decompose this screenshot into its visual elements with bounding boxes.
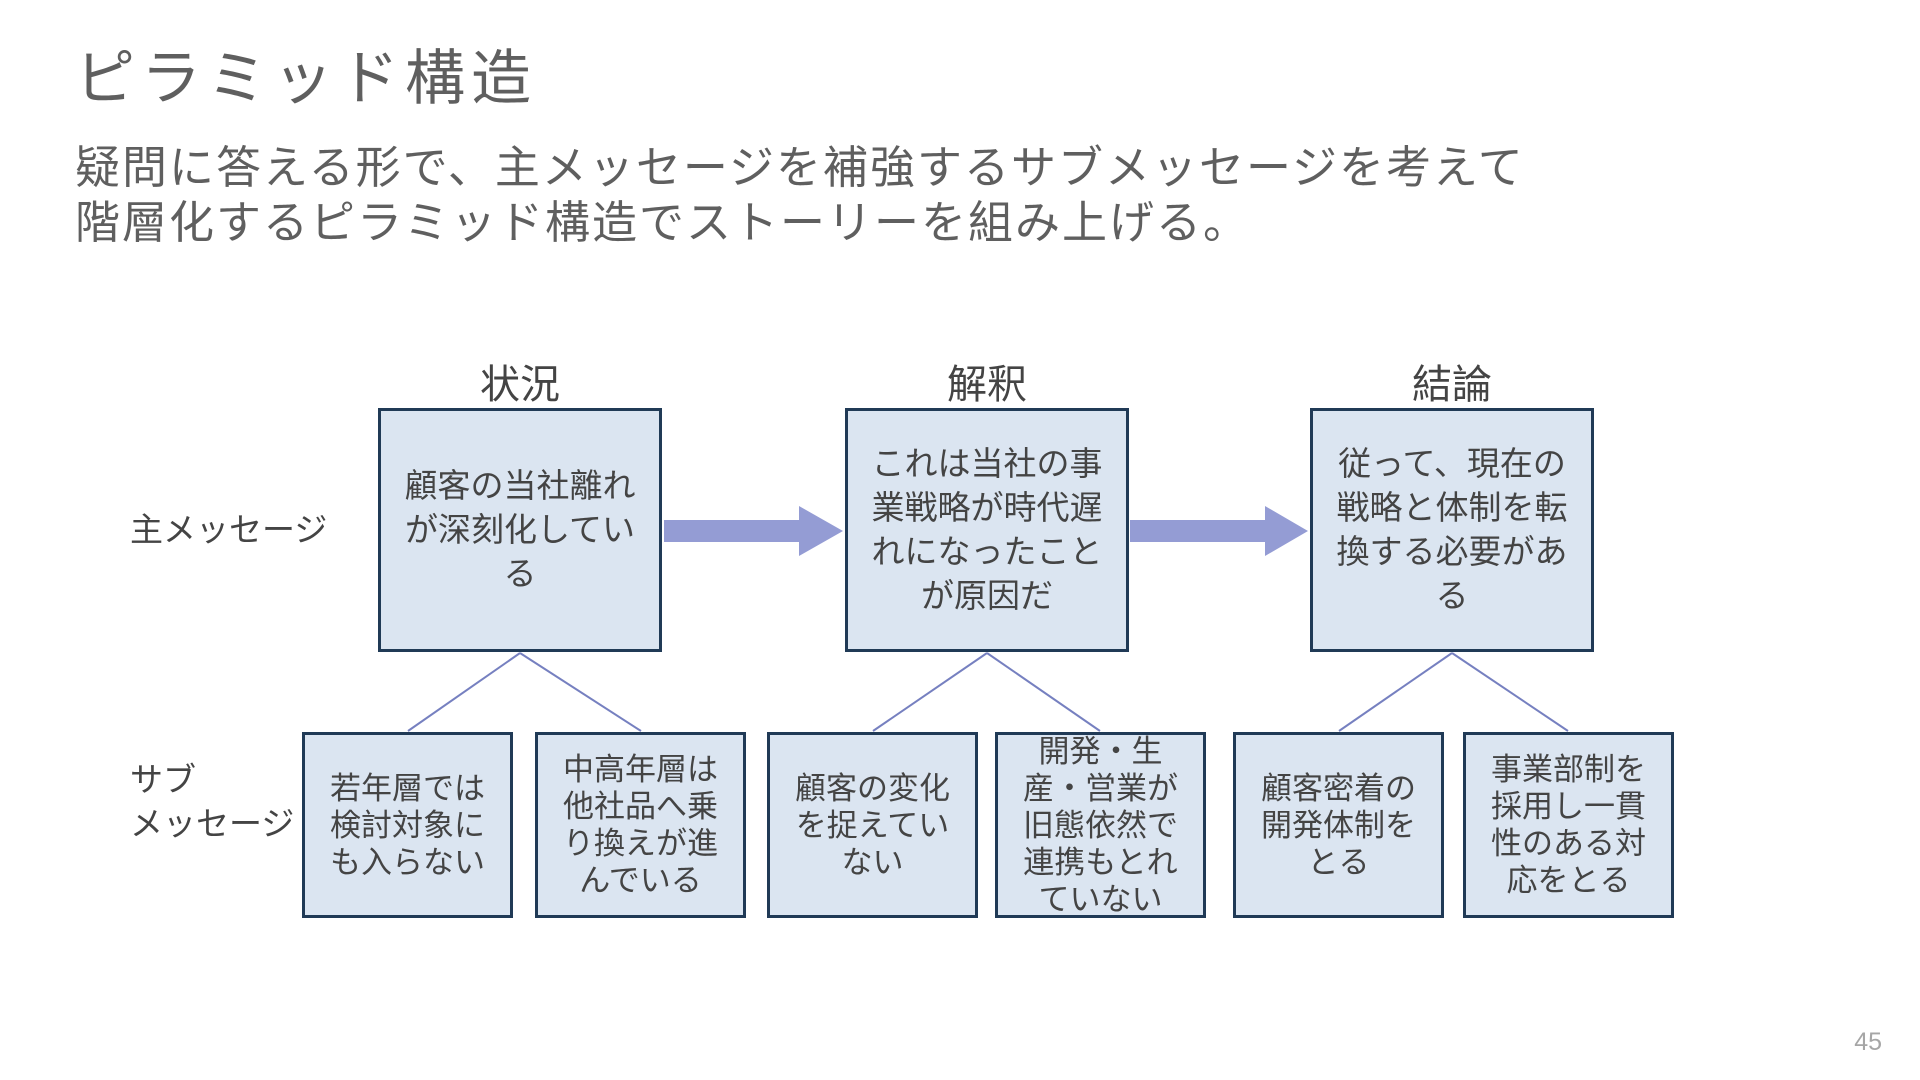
sub-box-4: 開発・生 産・営業が 旧態依然で 連携もとれ ていない xyxy=(995,732,1206,918)
arrow-interpretation-to-conclusion xyxy=(1130,506,1308,556)
main-box-interpretation: これは当社の事 業戦略が時代遅 れになったこと が原因だ xyxy=(845,408,1129,652)
connector-line xyxy=(1451,652,1569,732)
connector-line xyxy=(986,652,1101,732)
sub-box-6: 事業部制を 採用し一貫 性のある対 応をとる xyxy=(1463,732,1674,918)
slide-title: ピラミッド構造 xyxy=(75,45,537,112)
connector-line xyxy=(519,652,642,732)
connector-line xyxy=(1338,652,1453,732)
connector-line xyxy=(407,652,521,732)
row-label-sub-message: サブ メッセージ xyxy=(130,761,295,842)
column-header-conclusion: 結論 xyxy=(1412,363,1492,407)
connector-line xyxy=(872,652,988,732)
sub-box-1: 若年層では 検討対象に も入らない xyxy=(302,732,513,918)
page-number: 45 xyxy=(1854,1028,1882,1056)
arrow-situation-to-interpretation xyxy=(664,506,843,556)
sub-box-3: 顧客の変化 を捉えてい ない xyxy=(767,732,978,918)
column-header-situation: 状況 xyxy=(480,363,560,407)
row-label-main-message: 主メッセージ xyxy=(130,511,328,548)
slide-subtitle-text: 疑問に答える形で、主メッセージを補強するサブメッセージを考えて 階層化するピラミ… xyxy=(75,142,1525,248)
sub-box-2: 中高年層は 他社品へ乗 り換えが進 んでいる xyxy=(535,732,746,918)
column-header-interpretation: 解釈 xyxy=(947,363,1027,407)
main-box-situation: 顧客の当社離れ が深刻化してい る xyxy=(378,408,662,652)
main-box-conclusion: 従って、現在の 戦略と体制を転 換する必要があ る xyxy=(1310,408,1594,652)
sub-box-5: 顧客密着の 開発体制を とる xyxy=(1233,732,1444,918)
